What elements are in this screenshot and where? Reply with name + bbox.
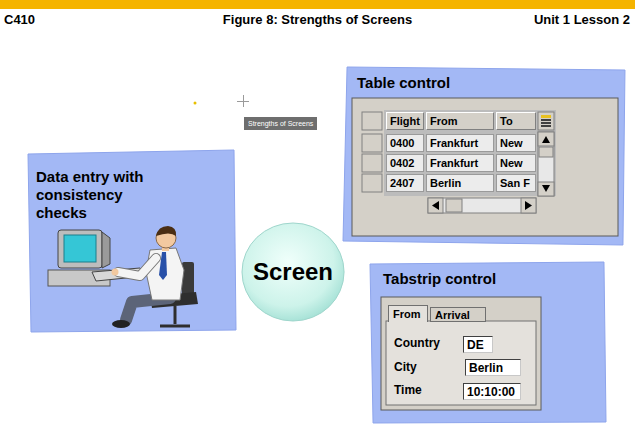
node-text: Tabstrip control bbox=[383, 270, 600, 288]
table-cell: 0400 bbox=[386, 134, 424, 152]
mouse-crosshair-part bbox=[243, 95, 244, 107]
table-control-window bbox=[352, 98, 618, 236]
table-control-window-part bbox=[362, 174, 382, 192]
column-header: Flight bbox=[386, 112, 424, 130]
table-cell: 0402 bbox=[386, 154, 424, 172]
table-control-window-part bbox=[525, 201, 532, 210]
table-control-window-part bbox=[352, 98, 618, 236]
table-control-window-part bbox=[362, 134, 382, 152]
top-bar bbox=[0, 0, 635, 9]
table-control-window-part bbox=[428, 198, 536, 213]
mouse-crosshair bbox=[237, 95, 249, 107]
circle-shape bbox=[242, 223, 344, 321]
panel-shape bbox=[370, 262, 606, 423]
tabstrip-window-part bbox=[381, 297, 541, 410]
inactive-tab: Arrival bbox=[430, 307, 486, 322]
table-cell: New bbox=[496, 154, 536, 172]
node-text: Table control bbox=[357, 74, 621, 92]
input-field: DE bbox=[463, 336, 493, 353]
table-control-window-part bbox=[362, 112, 382, 130]
office-worker-illustration-part bbox=[112, 269, 119, 276]
office-worker-illustration-part bbox=[64, 235, 96, 262]
table-control-window-part bbox=[542, 136, 550, 143]
table-control-window-part bbox=[538, 112, 554, 130]
course-code: C410 bbox=[4, 12, 35, 27]
tooltip: Strengths of Screens bbox=[244, 117, 317, 130]
table-control-window-part bbox=[541, 115, 551, 118]
column-header: To bbox=[496, 112, 536, 130]
tabstrip-window-part bbox=[386, 321, 536, 405]
figure-title: Figure 8: Strengths of Screens bbox=[160, 12, 475, 27]
table-control-window-part bbox=[384, 110, 556, 196]
yellow-dot bbox=[194, 102, 197, 105]
field-label: City bbox=[394, 360, 417, 375]
table-control-window-part bbox=[541, 125, 551, 127]
table-control-window-part bbox=[538, 132, 554, 196]
table-cell: New bbox=[496, 134, 536, 152]
table-cell: Frankfurt bbox=[426, 134, 494, 152]
active-tab: From bbox=[388, 305, 428, 322]
table-control-window-part bbox=[539, 147, 553, 157]
unit-lesson: Unit 1 Lesson 2 bbox=[480, 12, 630, 27]
table-control-window-part bbox=[538, 132, 554, 146]
field-label: Time bbox=[394, 383, 422, 398]
table-cell: Frankfurt bbox=[426, 154, 494, 172]
node-text: Data entry with consistency checks bbox=[36, 168, 161, 222]
node-text: Screen bbox=[253, 258, 333, 287]
table-control-window-part bbox=[362, 154, 382, 172]
table-control-window-part bbox=[538, 182, 554, 196]
input-field: Berlin bbox=[465, 359, 521, 376]
office-worker-illustration-part bbox=[102, 232, 110, 268]
table-control-window-part bbox=[541, 122, 551, 124]
table-control-window-part bbox=[542, 185, 550, 192]
table-cell: 2407 bbox=[386, 174, 424, 192]
office-worker-illustration-part bbox=[174, 306, 177, 324]
table-control-window-part bbox=[428, 198, 443, 213]
table-cell: Berlin bbox=[426, 174, 494, 192]
panel-shape bbox=[343, 67, 625, 245]
screen-circle: Screen bbox=[241, 222, 345, 322]
table-control-window-part bbox=[432, 201, 439, 210]
office-worker-illustration-part bbox=[112, 320, 130, 328]
office-worker-illustration-part bbox=[160, 325, 190, 328]
tabstrip-window bbox=[381, 297, 541, 410]
table-control-window-part bbox=[521, 198, 536, 213]
panel-shape bbox=[28, 150, 236, 332]
column-header: From bbox=[426, 112, 494, 130]
field-label: Country bbox=[394, 336, 440, 351]
table-cell: San F bbox=[496, 174, 536, 192]
office-worker-illustration-part bbox=[58, 230, 102, 268]
input-field: 10:10:00 bbox=[463, 383, 521, 400]
table-control-window-part bbox=[541, 119, 551, 121]
table-control-window-part bbox=[446, 199, 462, 212]
